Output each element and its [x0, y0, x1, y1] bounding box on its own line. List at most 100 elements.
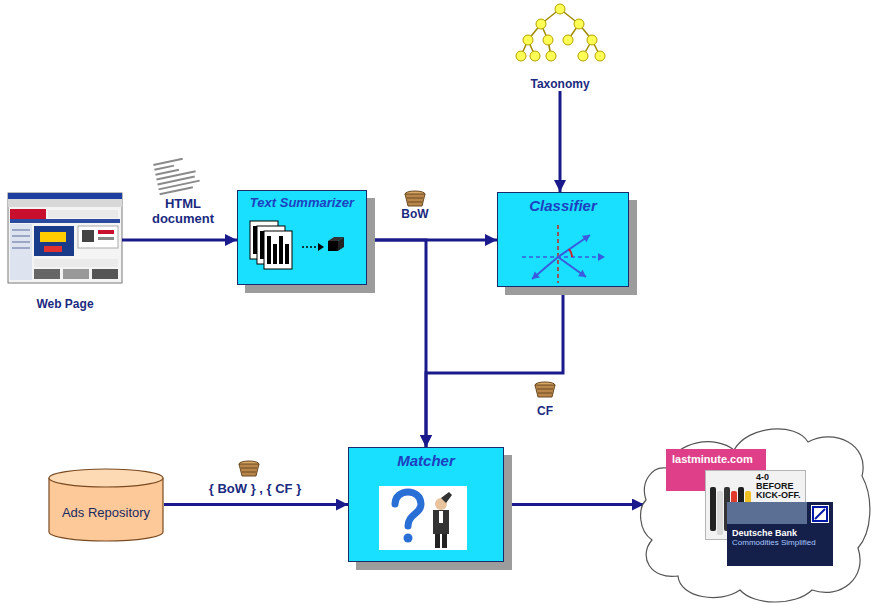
web-page-screenshot [34, 269, 60, 279]
summ-icon [302, 246, 318, 248]
cylinder-outline [49, 469, 163, 487]
web-page-screenshot [34, 259, 118, 267]
summ-icon [267, 236, 271, 264]
class-icon [578, 270, 586, 277]
ad-picture [710, 487, 716, 531]
taxonomy-tree-icon [546, 51, 556, 61]
taxonomy-tree-icon [516, 4, 605, 61]
class-icon [557, 225, 559, 283]
node-label: Ads Repository [62, 505, 150, 520]
basket-icon [241, 468, 257, 469]
edge-label: CF [525, 404, 565, 419]
web-page-screenshot [12, 248, 30, 249]
web-page-screenshot [78, 226, 118, 248]
html-document-icon [154, 166, 174, 170]
summ-icon [279, 236, 283, 264]
web-page-screenshot [98, 237, 114, 240]
web-page-screenshot [8, 193, 122, 283]
match-icon [441, 492, 452, 503]
html-document-icon [153, 159, 182, 165]
basket-icon [535, 382, 555, 397]
basket-icon [239, 464, 259, 476]
process-box: Text Summarizer [237, 190, 367, 285]
taxonomy-tree-icon [516, 51, 526, 61]
web-page-screenshot [8, 199, 122, 207]
taxonomy-tree-icon [595, 51, 605, 61]
class-icon [558, 235, 590, 257]
taxonomy-tree-icon [563, 35, 573, 45]
edge-label: BoW [395, 207, 435, 222]
summ-icon [264, 231, 292, 269]
summ-icon [318, 243, 324, 251]
process-box: Classifier [497, 192, 629, 287]
taxonomy-tree-icon [523, 35, 533, 45]
node-label: Taxonomy [530, 77, 589, 91]
match-icon [404, 534, 413, 543]
basket-icon [408, 202, 422, 203]
web-page-screenshot [8, 193, 122, 199]
summ-icon [328, 241, 338, 251]
html-document-icon [155, 170, 178, 175]
taxonomy-tree-icon [536, 19, 546, 29]
basket-icon [535, 385, 555, 397]
taxonomy-node: Taxonomy [512, 3, 608, 91]
connector-arrow [426, 287, 563, 447]
process-box: Matcher [348, 447, 504, 562]
summ-icon [253, 226, 257, 254]
ad-picture [811, 505, 829, 523]
match-icon [442, 534, 447, 548]
match-icon [379, 486, 467, 550]
class-icon [532, 257, 558, 279]
web-page-screenshot [92, 269, 118, 279]
web-page-screenshot [82, 230, 94, 242]
web-page-screenshot [8, 193, 122, 283]
basket-icon [405, 194, 425, 206]
class-icon [598, 253, 605, 261]
node-label: Matcher [349, 448, 503, 469]
connector-arrow [559, 91, 562, 192]
summ-icon [338, 237, 344, 251]
ad-picture [727, 502, 833, 526]
html-document-icon [159, 181, 200, 190]
match-icon [435, 534, 440, 548]
web-page-node: Web Page [8, 193, 122, 311]
taxonomy-tree-icon [555, 4, 565, 14]
ad-picture [815, 509, 825, 519]
basket-icon [538, 393, 552, 394]
basket-icon [537, 389, 553, 390]
ad-text: lastminute.com [672, 453, 760, 465]
match-icon [433, 510, 449, 534]
taxonomy-tree-icon [574, 19, 584, 29]
ad-picture [727, 502, 807, 524]
web-page-screenshot [12, 242, 30, 243]
ad-text: 4-0 BEFORE KICK-OFF. [756, 471, 804, 500]
ad-text: Commodities Simplified [732, 538, 829, 548]
web-page-screenshot [44, 246, 62, 252]
summ-icon [285, 244, 289, 264]
cloud-outline [641, 429, 870, 602]
class-icon [558, 257, 586, 277]
web-page-screenshot [10, 224, 32, 280]
web-page-screenshot [48, 210, 118, 218]
web-page-screenshot [98, 230, 114, 234]
connector-arrow [122, 239, 237, 242]
taxonomy-tree-icon [543, 35, 553, 45]
database-cylinder: Ads Repository [48, 468, 164, 542]
match-icon [439, 511, 443, 523]
ad-banner: Deutsche BankCommodities Simplified [727, 502, 833, 566]
taxonomy-tree-icon [521, 9, 600, 56]
basket-icon [407, 198, 423, 199]
taxonomy-tree-icon [578, 51, 588, 61]
html-document-icon [153, 156, 200, 194]
node-label: Text Summarizer [238, 191, 366, 210]
web-page-screenshot [63, 269, 89, 279]
summ-icon [260, 231, 264, 259]
web-page-screenshot [40, 232, 66, 242]
edge-label: { BoW } , { CF } [185, 481, 325, 496]
taxonomy-tree-icon [587, 35, 597, 45]
web-page-screenshot [12, 230, 30, 231]
connector-arrow [164, 503, 348, 506]
summ-icon [273, 244, 277, 264]
basket-icon [405, 191, 425, 206]
